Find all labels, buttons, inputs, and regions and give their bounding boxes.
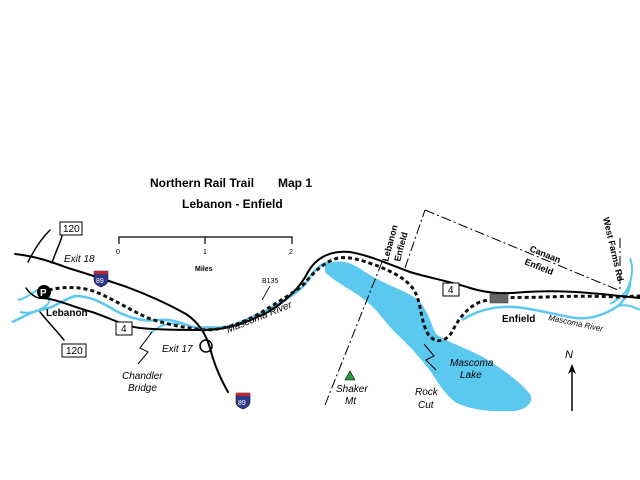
chandler-bridge-pointer (137, 331, 153, 365)
shield-route-4-east: 4 (442, 282, 460, 297)
route-120-north-road (51, 235, 63, 264)
mascoma-lake-label-1: Mascoma (450, 358, 494, 369)
enfield-town-marker (489, 293, 509, 304)
map-title: Northern Rail Trail (150, 176, 254, 190)
route-120-south-label: 120 (66, 346, 83, 357)
rock-cut-label-1: Rock (415, 387, 439, 398)
route-4-west-label: 4 (121, 324, 127, 335)
chandler-bridge-label-1: Chandler (122, 371, 163, 382)
shield-route-120-north: 120 (59, 221, 83, 236)
enfield-label: Enfield (502, 314, 535, 325)
west-farms-road-label: West Farms Rd (601, 216, 625, 282)
north-arrow: N (565, 349, 576, 411)
shield-route-120-south: 120 (61, 343, 87, 358)
route-4-east-label: 4 (448, 285, 454, 296)
exit17-label: Exit 17 (162, 344, 193, 355)
exit18-label: Exit 18 (64, 254, 95, 265)
mascoma-river-east (461, 281, 632, 322)
stream-right (617, 304, 640, 311)
chandler-bridge-label-2: Bridge (128, 383, 157, 394)
scale-line (118, 236, 293, 244)
route-120-north-label: 120 (63, 224, 80, 235)
i89-north-road (14, 253, 229, 393)
shaker-mt-triangle (344, 370, 356, 381)
route-120-south-road (39, 311, 65, 341)
mascoma-river-west-label: Mascoma River (225, 299, 294, 335)
i89-north-label: 89 (96, 278, 104, 285)
exit17-interchange (199, 339, 213, 353)
map-number: Map 1 (278, 176, 312, 190)
mascoma-lake-label-2: Lake (460, 370, 482, 381)
b135-pointer (261, 285, 271, 301)
scale-unit: Miles (195, 266, 213, 273)
canaan-enfield-boundary (424, 209, 619, 291)
shaker-boundary (324, 261, 383, 406)
stream-top-right (609, 257, 634, 305)
scale-tick-0: 0 (116, 249, 120, 256)
trail-layer (41, 256, 640, 342)
b135-label: B135 (262, 278, 278, 285)
rock-cut-label-2: Cut (418, 400, 435, 411)
parking-lebanon: P (37, 285, 51, 299)
scale-tick-1: 1 (203, 249, 207, 256)
rock-cut-pointer (423, 343, 437, 371)
shaker-mt-label-2: Mt (345, 396, 357, 407)
i89-south-label: 89 (238, 400, 246, 407)
scale-bar: 0 1 2 Miles (116, 236, 293, 273)
shield-i89-north: 89 (93, 270, 109, 288)
route-120-branch (27, 229, 51, 263)
lebanon-local-road (25, 287, 41, 299)
shield-route-4-west: 4 (115, 321, 133, 336)
map-subtitle: Lebanon - Enfield (182, 197, 283, 211)
boundary-layer (324, 209, 621, 406)
shield-i89-south: 89 (235, 392, 251, 410)
parking-symbol: P (40, 288, 47, 299)
north-label: N (565, 349, 573, 361)
northern-rail-trail (41, 256, 640, 342)
mascoma-river (11, 260, 331, 330)
lebanon-label: Lebanon (46, 308, 88, 319)
scale-tick-2: 2 (289, 249, 293, 256)
shaker-mt-label-1: Shaker (336, 384, 368, 395)
